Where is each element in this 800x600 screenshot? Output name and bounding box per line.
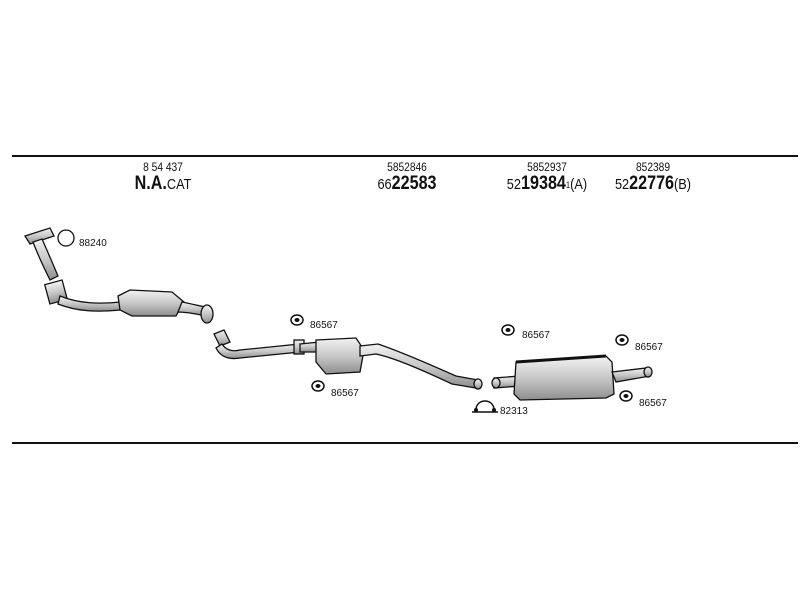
oe-number: 852389: [635, 160, 671, 174]
top-divider: [12, 155, 798, 157]
hanger-callout: 86567: [635, 342, 663, 353]
article-number: 6622583: [377, 173, 437, 194]
oe-number: 8 54 437: [143, 160, 183, 174]
part-group-rear-muffler-b: 852389 5222776(B): [600, 160, 706, 195]
rear-muffler: [491, 354, 653, 401]
middle-pipe-muffler: [213, 329, 483, 390]
oe-number: 5852937: [527, 160, 567, 174]
hanger-part-5: 86567: [619, 390, 667, 409]
hanger-part-1: 86567: [290, 314, 338, 331]
article-number: 52193841(A): [506, 173, 588, 194]
part-group-rear-muffler-a: 5852937 52193841(A): [487, 160, 607, 195]
clamp-part: 82313: [472, 400, 528, 417]
article-number: 5222776(B): [614, 173, 692, 194]
part-group-center-muffler: 5852846 6622583: [352, 160, 462, 195]
hanger-part-2: 86567: [311, 380, 359, 399]
hanger-callout: 86567: [331, 388, 359, 399]
clamp-callout: 82313: [500, 406, 528, 417]
oe-number: 5852846: [387, 160, 427, 174]
hanger-callout: 86567: [639, 398, 667, 409]
hanger-part-4: 86567: [615, 334, 663, 353]
part-group-catalyst: 8 54 437 N.A.CAT: [118, 160, 208, 195]
hanger-part-3: 86567: [501, 324, 550, 341]
hanger-callout: 86567: [310, 320, 338, 331]
hanger-callout: 86567: [522, 330, 550, 341]
bottom-divider: [12, 442, 798, 444]
front-pipe-catalyst: [24, 227, 214, 324]
gasket-callout: 88240: [79, 238, 107, 249]
gasket-part: 88240: [57, 229, 107, 249]
article-number: N.A.CAT: [134, 173, 192, 194]
